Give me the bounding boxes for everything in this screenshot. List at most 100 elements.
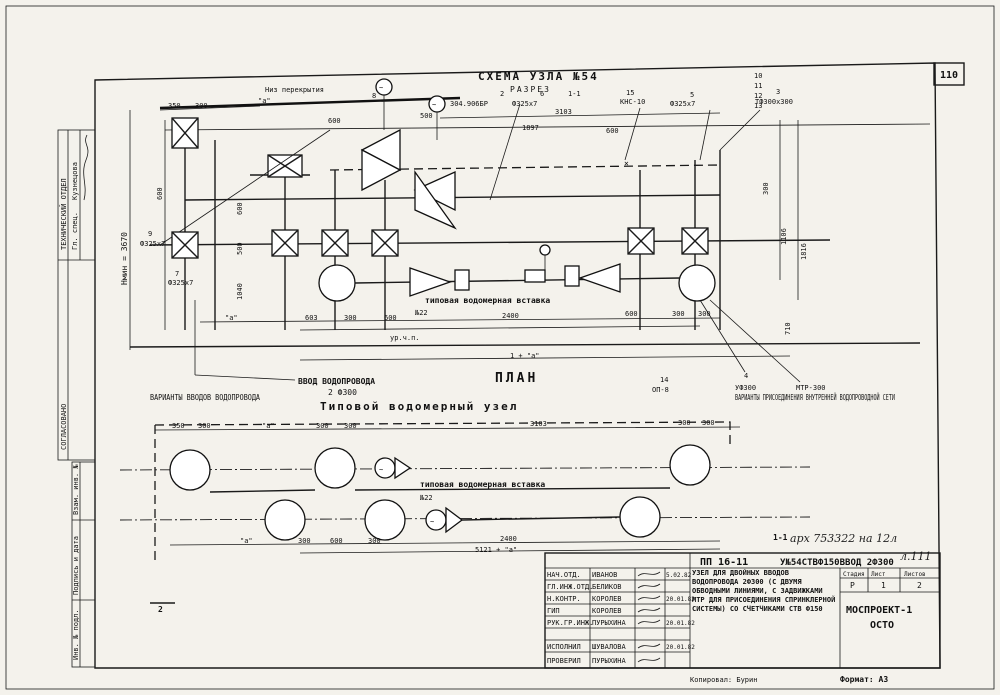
- dim-p-603: 603: [305, 314, 318, 322]
- dim-v-500: 500: [236, 242, 244, 255]
- callout-14: ОП-8: [652, 386, 669, 394]
- mark-1: 1-1: [773, 533, 788, 542]
- typ-valves: ~ ~: [374, 456, 464, 534]
- typ-insert-no: №22: [419, 494, 433, 502]
- node-scheme-title: СХЕМА УЗЛА №54: [478, 70, 599, 83]
- typical-node-title: Типовой водомерный узел: [320, 400, 518, 413]
- svg-text:~: ~: [430, 518, 434, 526]
- callout-6-num: 6: [540, 90, 544, 98]
- dim-s-1897: 1897: [522, 124, 539, 132]
- title-description: УЗЕЛ ДЛЯ ДВОЙНЫХ ВВОДОВ ВОДОПРОВОДА 2Ф30…: [692, 569, 836, 613]
- svg-text:КОРОЛЕВ: КОРОЛЕВ: [592, 607, 622, 615]
- svg-text:20.01.82: 20.01.82: [666, 620, 695, 627]
- dim-t-5121: 5121 + "а": [475, 546, 517, 554]
- ceiling-label: Низ перекрытия: [265, 86, 324, 94]
- dim-s-300: 300: [195, 102, 208, 110]
- svg-text:ИВАНОВ: ИВАНОВ: [592, 571, 617, 579]
- dim-s-500: 500: [420, 112, 433, 120]
- dim-s-3103: 3103: [555, 108, 572, 116]
- callout-15-num: 15: [626, 89, 634, 97]
- org-dept: ОСТО: [870, 620, 894, 631]
- sheet-value: 1: [881, 581, 886, 590]
- callout-5: Ф325х7: [670, 100, 695, 108]
- variants-inputs: ВАРИАНТЫ ВВОДОВ ВОДОПРОВОДА: [150, 393, 260, 402]
- ceiling-line: [159, 96, 461, 110]
- mark-2: 2: [158, 605, 163, 614]
- stamp-name: Кузнецова: [71, 162, 79, 200]
- dim-t-2400: 2400: [500, 535, 517, 543]
- svg-text:РУК.ГР.ИНЖ.: РУК.ГР.ИНЖ.: [547, 619, 593, 627]
- svg-text:ШУВАЛОВА: ШУВАЛОВА: [592, 643, 627, 651]
- callout-3-num: 3: [776, 88, 780, 96]
- dim-v-1040: 1040: [236, 283, 244, 300]
- callout-11: 11: [754, 82, 762, 90]
- callout-3: ТФ300х300: [755, 98, 793, 106]
- dim-p-300: 300: [344, 314, 357, 322]
- dim-p-2400: 2400: [502, 312, 519, 320]
- svg-text:~: ~: [379, 84, 383, 92]
- dim-t-3103: 3103: [530, 420, 547, 428]
- title-block-names: ИВАНОВ БЕЛИКОВ КОРОЛЕВ КОРОЛЕВ ПУРЫХИНА …: [592, 571, 627, 665]
- dim-s-1816: 1816: [800, 243, 808, 260]
- svg-text:ПУРЫХИНА: ПУРЫХИНА: [592, 657, 627, 665]
- svg-text:ПРОВЕРИЛ: ПРОВЕРИЛ: [547, 657, 581, 665]
- sheets-header: Листов: [904, 571, 926, 578]
- callout-4: УФ300: [735, 384, 756, 392]
- typ-centerline-2: [119, 516, 811, 521]
- callout-mtr: МТР-300: [796, 384, 826, 392]
- side-inv-stamp: [71, 461, 96, 668]
- section-valve-1: [171, 117, 199, 149]
- typ-meters: [169, 444, 711, 541]
- typ-frame-dashed: [154, 421, 731, 448]
- sheet-number: 110: [940, 70, 958, 81]
- copied-by: Копировал: Бурин: [690, 676, 757, 684]
- height-label: Hмин = 3670: [120, 232, 129, 285]
- callout-14-num: 14: [660, 376, 668, 384]
- dim-t-350: 350: [172, 422, 185, 430]
- sheets-value: 2: [917, 581, 922, 590]
- node-code: У№54СТВФ150ВВОД 2Ф300: [780, 558, 894, 568]
- svg-text:~: ~: [432, 101, 436, 109]
- outer-frame: [5, 5, 995, 690]
- variants-internal: ВАРИАНТЫ ПРИСОЕДИНЕНИЯ ВНУТРЕННЕЙ ВОДОПР…: [735, 391, 895, 402]
- svg-text:20.01.82: 20.01.82: [666, 644, 695, 651]
- input-diam: 2 Ф300: [328, 388, 357, 397]
- svg-text:20.01.82: 20.01.82: [666, 596, 695, 603]
- dim-t-300r2: 300: [702, 419, 715, 427]
- dim-p-300r: 300: [672, 310, 685, 318]
- title-description-box: УЗЕЛ ДЛЯ ДВОЙНЫХ ВВОДОВ ВОДОПРОВОДА 2Ф30…: [692, 569, 836, 613]
- svg-text:5.02.82: 5.02.82: [666, 572, 692, 579]
- svg-text:КОРОЛЕВ: КОРОЛЕВ: [592, 595, 622, 603]
- dim-t-300d: 300: [298, 537, 311, 545]
- dim-t-a2: "а": [240, 537, 253, 545]
- callout-9-num: 9: [148, 230, 152, 238]
- plan-valves: [171, 227, 709, 259]
- sheet-ref: л.111: [900, 550, 932, 563]
- floor-line: [129, 342, 921, 348]
- stamp-sign-date: Подпись и дата: [72, 536, 80, 595]
- callout-15: КНС-10: [620, 98, 645, 106]
- svg-text:НАЧ.ОТД.: НАЧ.ОТД.: [547, 571, 581, 579]
- stamp-dept: ТЕХНИЧЕСКИЙ ОТДЕЛ: [59, 178, 68, 250]
- callout-4-num: 4: [744, 372, 748, 380]
- dim-t-a: "а": [262, 422, 275, 430]
- callout-8: 8: [372, 92, 376, 100]
- callout-7: Ф325х7: [168, 279, 193, 287]
- stamp-repl: Взам. инв. №: [72, 464, 80, 515]
- section-bypass-dashed: [329, 164, 721, 171]
- plan-title: ПЛАН: [495, 371, 538, 386]
- plan-meter-insert: [409, 244, 621, 297]
- svg-text:Н.КОНТР.: Н.КОНТР.: [547, 595, 581, 603]
- section-valve-2: [267, 154, 303, 178]
- floor-label: ур.ч.п.: [390, 334, 420, 342]
- dim-s-a: "а": [258, 97, 271, 105]
- stage-value: Р: [850, 581, 855, 590]
- callout-13: 13: [754, 102, 762, 110]
- dim-s-600b: 600: [606, 127, 619, 135]
- sheet-number-box: [933, 62, 965, 86]
- dim-t-300: 300: [198, 422, 211, 430]
- org-name: МОСПРОЕКТ-1: [846, 605, 912, 616]
- section-title: РАЗРЕЗ: [510, 85, 551, 94]
